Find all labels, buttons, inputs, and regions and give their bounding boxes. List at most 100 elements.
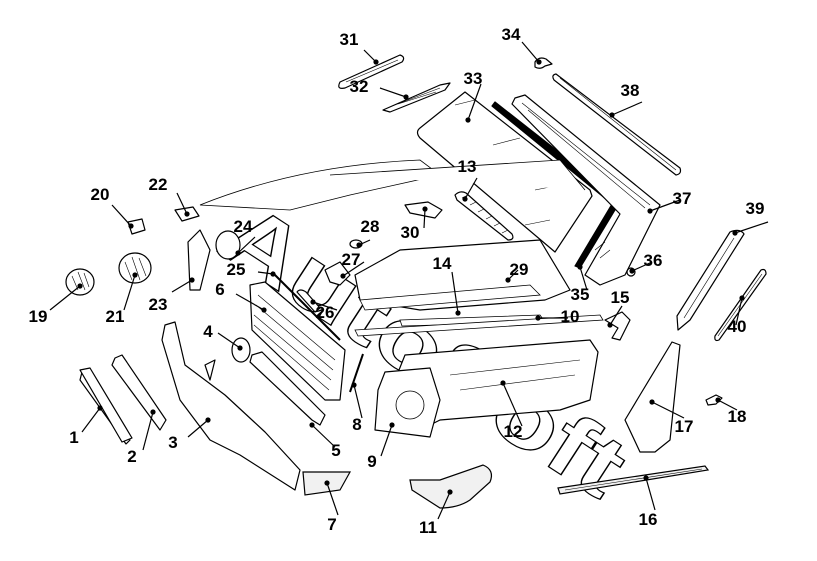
- callout-label-3[interactable]: 3: [168, 433, 177, 452]
- callout-leader-39: [734, 221, 769, 234]
- callout-label-8[interactable]: 8: [352, 415, 361, 434]
- part-9-headlamp-housing[interactable]: [374, 367, 441, 438]
- callout-dot-17: [649, 399, 655, 405]
- callout-leader-37: [649, 199, 681, 212]
- part-26-hood-lock-striker[interactable]: [296, 289, 321, 313]
- callout-label-26[interactable]: 26: [316, 303, 335, 322]
- callout-dot-34: [536, 59, 542, 65]
- callout-label-25[interactable]: 25: [227, 260, 246, 279]
- callout-label-32[interactable]: 32: [350, 77, 369, 96]
- callout-leader-22: [176, 192, 188, 215]
- callout-dot-5: [309, 422, 315, 428]
- callout-dot-18: [715, 397, 721, 403]
- part-11-front-fender-flare[interactable]: [409, 464, 493, 509]
- callout-label-20[interactable]: 20: [91, 185, 110, 204]
- part-38-windshield-top-seal[interactable]: [552, 73, 682, 176]
- part-25-pin[interactable]: [271, 271, 341, 341]
- callout-dot-35: [577, 264, 583, 270]
- callout-label-1[interactable]: 1: [69, 428, 78, 447]
- callout-dot-23: [189, 277, 195, 283]
- callout-label-18[interactable]: 18: [728, 407, 747, 426]
- callout-leader-21: [123, 274, 136, 311]
- part-14-hood-seal[interactable]: [359, 284, 541, 311]
- callout-label-6[interactable]: 6: [215, 280, 224, 299]
- callout-label-12[interactable]: 12: [504, 422, 523, 441]
- part-31-wiper-arm[interactable]: [338, 54, 405, 89]
- callout-dot-36: [629, 268, 635, 274]
- callout-label-15[interactable]: 15: [611, 288, 630, 307]
- callout-label-36[interactable]: 36: [644, 251, 663, 270]
- callout-label-37[interactable]: 37: [673, 189, 692, 208]
- callout-label-31[interactable]: 31: [340, 30, 359, 49]
- callout-label-16[interactable]: 16: [639, 510, 658, 529]
- callout-leader-4: [217, 332, 241, 349]
- callout-label-40[interactable]: 40: [728, 317, 747, 336]
- callout-leader-14: [451, 271, 459, 314]
- part-20-small-bracket[interactable]: [127, 218, 146, 235]
- part-16-side-trim-strip[interactable]: [557, 465, 710, 495]
- callout-leader-32: [379, 87, 407, 98]
- callout-label-29[interactable]: 29: [510, 260, 529, 279]
- callout-leader-6: [235, 293, 265, 311]
- part-15-hood-latch[interactable]: [604, 311, 631, 341]
- callout-dot-19: [77, 283, 83, 289]
- callout-leader-5: [311, 424, 336, 448]
- callout-label-21[interactable]: 21: [106, 307, 125, 326]
- callout-label-28[interactable]: 28: [361, 217, 380, 236]
- callout-label-27[interactable]: 27: [342, 250, 361, 269]
- part-21-bumper-guard-right[interactable]: [118, 252, 152, 284]
- callout-dot-12: [500, 380, 506, 386]
- callout-label-33[interactable]: 33: [464, 69, 483, 88]
- part-3-front-bumper[interactable]: [161, 321, 301, 491]
- callout-dot-26: [310, 299, 316, 305]
- callout-leader-26: [312, 301, 338, 311]
- part-17-fender-side-panel[interactable]: [624, 341, 681, 453]
- callout-label-7[interactable]: 7: [327, 515, 336, 534]
- part-5-lower-grille-strip[interactable]: [249, 351, 326, 426]
- callout-label-24[interactable]: 24: [234, 217, 253, 236]
- part-39-a-pillar-seal[interactable]: [676, 229, 745, 331]
- callout-label-30[interactable]: 30: [401, 223, 420, 242]
- callout-dot-10: [535, 315, 541, 321]
- callouts: 1234567891011121314151617181920212223242…: [29, 25, 769, 537]
- callout-dot-21: [132, 272, 138, 278]
- callout-dot-39: [732, 230, 738, 236]
- callout-label-13[interactable]: 13: [458, 157, 477, 176]
- part-19-bumper-guard-left[interactable]: [65, 268, 95, 296]
- callout-dot-20: [128, 223, 134, 229]
- callout-label-11[interactable]: 11: [419, 518, 437, 537]
- callout-label-34[interactable]: 34: [502, 25, 521, 44]
- part-10-hood-release-rod[interactable]: [354, 314, 604, 337]
- callout-label-10[interactable]: 10: [561, 307, 580, 326]
- callout-leader-23: [171, 279, 193, 293]
- callout-label-14[interactable]: 14: [433, 254, 452, 273]
- callout-label-4[interactable]: 4: [203, 322, 213, 341]
- callout-label-35[interactable]: 35: [571, 285, 590, 304]
- callout-dot-14: [455, 310, 461, 316]
- callout-dot-3: [205, 417, 211, 423]
- part-27-hinge-assembly[interactable]: [324, 261, 351, 286]
- part-24-rubber-bumper-stop[interactable]: [215, 230, 241, 260]
- callout-label-5[interactable]: 5: [331, 441, 340, 460]
- part-37-windshield-frame[interactable]: [511, 94, 661, 286]
- callout-label-39[interactable]: 39: [746, 199, 765, 218]
- callout-dot-33: [465, 117, 471, 123]
- callout-label-22[interactable]: 22: [149, 175, 168, 194]
- callout-label-23[interactable]: 23: [149, 295, 168, 314]
- callout-dot-30: [422, 206, 428, 212]
- callout-label-19[interactable]: 19: [29, 307, 48, 326]
- callout-label-9[interactable]: 9: [367, 452, 376, 471]
- callout-leader-17: [651, 401, 685, 419]
- callout-label-38[interactable]: 38: [621, 81, 640, 100]
- callout-dot-40: [739, 295, 745, 301]
- part-6-radiator-grille[interactable]: [249, 281, 346, 401]
- callout-dot-13: [462, 196, 468, 202]
- callout-leader-40: [735, 297, 743, 326]
- callout-label-17[interactable]: 17: [675, 417, 694, 436]
- callout-label-2[interactable]: 2: [127, 447, 136, 466]
- callout-dot-6: [261, 307, 267, 313]
- part-1-license-plate[interactable]: [79, 367, 133, 445]
- part-32-wiper-blade[interactable]: [382, 82, 451, 113]
- callout-leader-27: [342, 261, 365, 277]
